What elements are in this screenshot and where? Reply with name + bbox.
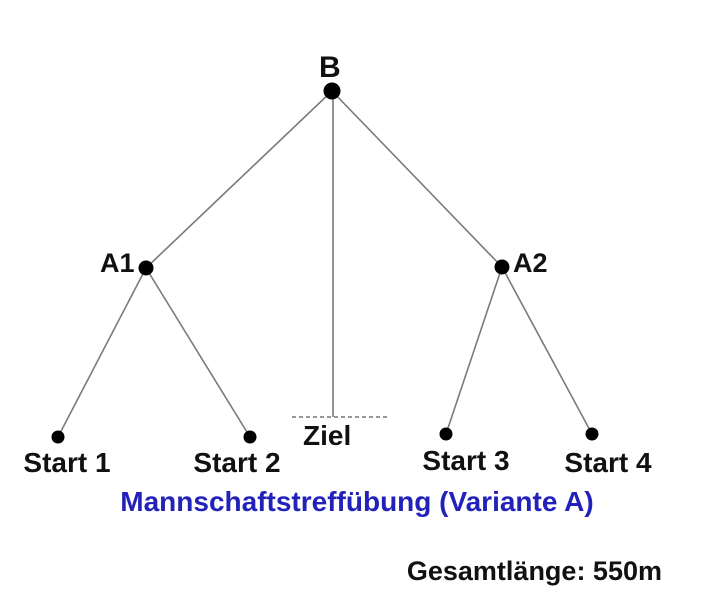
edge-a1-start1: [57, 267, 147, 438]
edge-b-a1: [145, 90, 333, 269]
diagram-title: Mannschaftstreffübung (Variante A): [120, 486, 594, 517]
node-a1: [138, 260, 154, 276]
node-start3: [439, 427, 453, 441]
edge-a2-start3: [445, 266, 503, 435]
node-label-start2: Start 2: [193, 447, 281, 478]
node-group: [51, 82, 599, 444]
node-start2: [243, 430, 257, 444]
node-label-b: B: [319, 51, 341, 84]
edge-a2-start4: [501, 266, 593, 435]
node-label-start4: Start 4: [564, 447, 652, 478]
node-a2: [494, 259, 510, 275]
total-length-label: Gesamtlänge: 550m: [406, 556, 662, 586]
node-label-start3: Start 3: [422, 445, 510, 476]
edge-b-a2: [331, 90, 503, 268]
node-label-a2: A2: [513, 248, 548, 278]
node-label-ziel: Ziel: [303, 420, 352, 451]
edge-group: [57, 90, 593, 438]
node-label-start1: Start 1: [23, 447, 111, 478]
edge-a1-start2: [145, 267, 251, 438]
node-label-a1: A1: [100, 248, 135, 278]
node-start4: [585, 427, 599, 441]
node-b: [323, 82, 341, 100]
node-start1: [51, 430, 65, 444]
